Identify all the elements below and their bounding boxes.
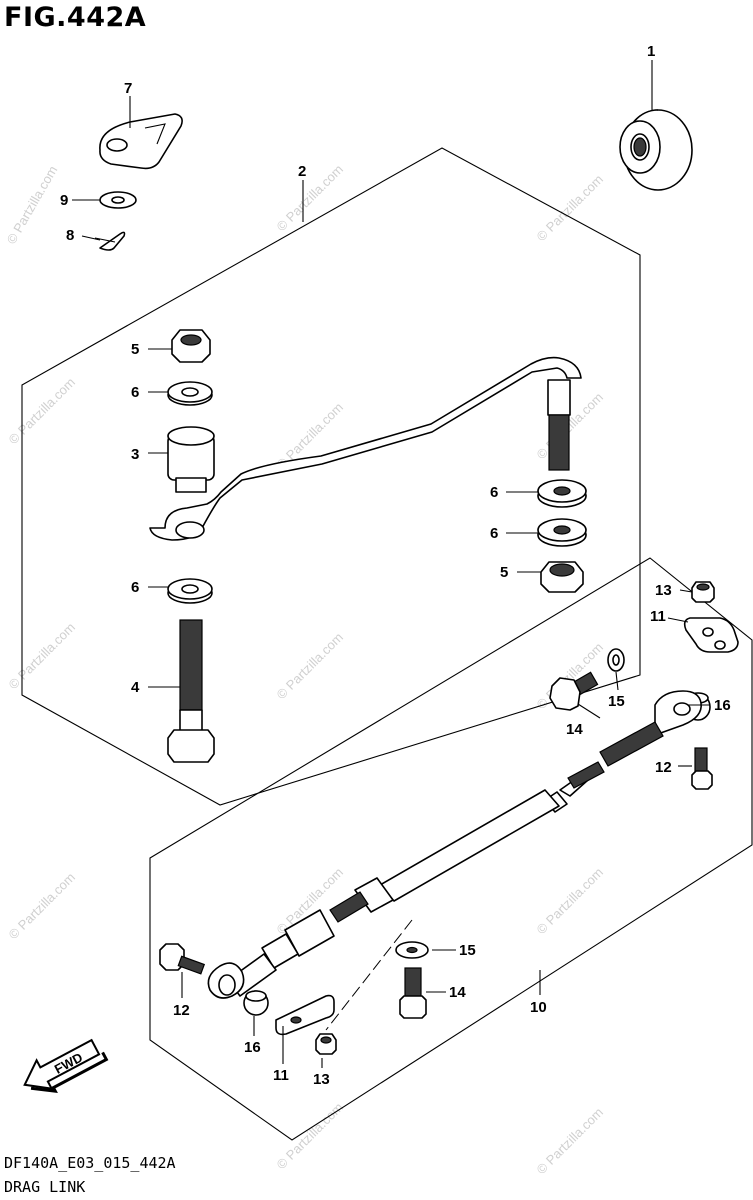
watermark: © Partzilla.com (274, 630, 347, 703)
watermark: © Partzilla.com (6, 620, 79, 693)
nut-part-13 (691, 581, 715, 603)
callout-11: 11 (273, 1067, 289, 1084)
watermark: © Partzilla.com (6, 375, 79, 448)
callout-6: 6 (131, 384, 139, 401)
assembly-2-outline (21, 147, 641, 806)
watermark: © Partzilla.com (534, 865, 607, 938)
watermark: © Partzilla.com (274, 162, 347, 235)
assembly-10-outline (149, 557, 753, 1141)
spacer-part-3 (167, 426, 215, 493)
bushing-part-1 (619, 109, 693, 191)
callout-12: 12 (655, 759, 672, 776)
callout-3: 3 (131, 446, 139, 463)
callout-6: 6 (490, 484, 498, 501)
fwd-arrow: FWD (23, 1038, 109, 1094)
callout-1: 1 (647, 43, 655, 60)
callout-5: 5 (131, 341, 139, 358)
callout-13: 13 (313, 1071, 330, 1088)
callout-6: 6 (490, 525, 498, 542)
washer-part-15 (395, 941, 429, 959)
figure-code: DF140A_E03_015_442A (4, 1154, 176, 1172)
callout-10: 10 (530, 999, 547, 1016)
watermark: © Partzilla.com (6, 870, 79, 943)
bolt-part-14 (399, 967, 427, 1019)
callout-12: 12 (173, 1002, 190, 1019)
drag-link-part-10 (207, 690, 702, 999)
washer-part-6 (537, 479, 587, 508)
leader-lines (72, 60, 710, 1068)
callout-15: 15 (459, 942, 476, 959)
figure-title: FIG.442A (4, 2, 147, 33)
callout-7: 7 (124, 80, 132, 97)
callout-14: 14 (566, 721, 583, 738)
washer-part-6 (537, 518, 587, 547)
callout-2: 2 (298, 163, 306, 180)
nut-part-13 (315, 1033, 337, 1055)
watermark: © Partzilla.com (534, 1105, 607, 1178)
bracket-part-11 (683, 617, 739, 653)
callout-16: 16 (714, 697, 731, 714)
callout-4: 4 (131, 679, 140, 696)
washer-part-9 (99, 191, 137, 209)
bolt-part-12 (159, 943, 206, 975)
link-bracket-part-7 (99, 113, 183, 170)
collar-part-16 (243, 990, 269, 1016)
bracket-part-11 (275, 994, 335, 1036)
bolt-part-12 (691, 747, 713, 790)
cotter-pin-part-8 (94, 231, 126, 251)
bolt-part-4 (167, 619, 215, 763)
watermark: © Partzilla.com (4, 163, 61, 246)
nut-part-5 (540, 561, 584, 593)
callout-15: 15 (608, 693, 625, 710)
drag-link-part-2 (149, 356, 582, 541)
callout-6: 6 (131, 579, 139, 596)
callout-numbers: 1 7 2 9 8 5 6 3 6 6 5 6 13 11 4 15 16 14… (60, 43, 731, 1088)
figure-caption: DRAG LINK (4, 1178, 86, 1196)
nut-part-5 (171, 329, 211, 363)
callout-16: 16 (244, 1039, 261, 1056)
callout-9: 9 (60, 192, 68, 209)
callout-14: 14 (449, 984, 466, 1001)
washer-part-15 (607, 648, 625, 672)
callout-8: 8 (66, 227, 74, 244)
washer-part-6 (167, 578, 213, 604)
watermark: © Partzilla.com (534, 172, 607, 245)
bolt-part-14 (549, 671, 599, 711)
callout-11: 11 (650, 608, 666, 625)
washer-part-6 (167, 381, 213, 406)
callout-5: 5 (500, 564, 508, 581)
callout-13: 13 (655, 582, 672, 599)
watermark: © Partzilla.com (274, 1100, 347, 1173)
assembly-guide-line (325, 919, 413, 1031)
